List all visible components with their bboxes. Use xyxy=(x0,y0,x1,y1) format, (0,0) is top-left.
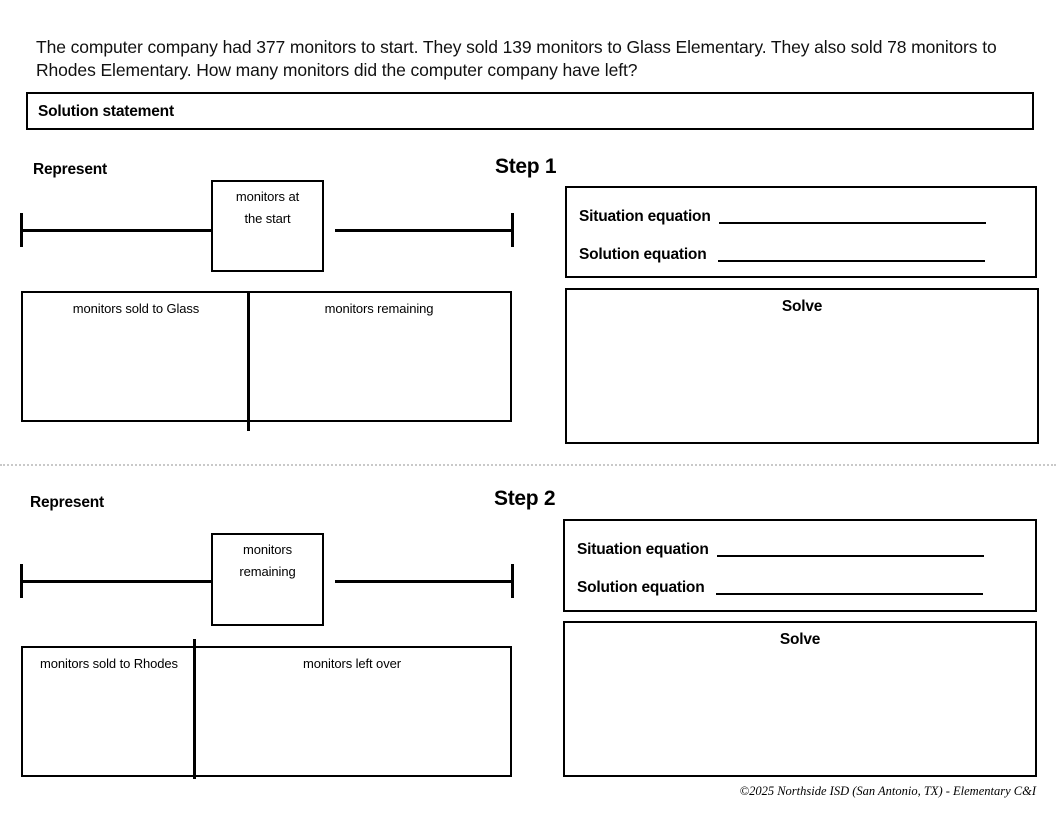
total-box-step-2[interactable]: monitors remaining xyxy=(211,533,324,626)
copyright-footer: ©2025 Northside ISD (San Antonio, TX) - … xyxy=(739,784,1036,798)
solution-statement-box[interactable]: Solution statement xyxy=(26,92,1034,130)
solve-label: Solve xyxy=(779,631,821,648)
situation-equation-row[interactable]: Situation equation xyxy=(579,208,986,226)
solve-panel-step-1[interactable]: Solve xyxy=(565,288,1039,444)
solution-statement-label: Solution statement xyxy=(38,103,174,120)
section-separator xyxy=(0,464,1056,466)
solution-equation-input[interactable] xyxy=(718,260,986,262)
part-cell-sold-rhodes[interactable]: monitors sold to Rhodes xyxy=(23,648,195,672)
part-cell-label: monitors left over xyxy=(303,656,401,671)
step-2-heading: Step 2 xyxy=(494,487,556,510)
bar-divider xyxy=(193,639,196,779)
equations-panel-step-2: Situation equation Solution equation xyxy=(563,519,1037,612)
solution-equation-label: Solution equation xyxy=(579,246,707,263)
bracket-left-rule xyxy=(21,229,216,232)
part-cell-label: monitors remaining xyxy=(324,301,434,316)
bracket-right-rule xyxy=(335,229,512,232)
bracket-right-tick xyxy=(511,213,514,247)
total-box-line-1: monitors xyxy=(242,542,293,557)
represent-label-step-2: Represent xyxy=(30,494,105,511)
bracket-left-rule xyxy=(21,580,217,583)
part-part-whole-bar-step-1: monitors sold to Glass monitors remainin… xyxy=(21,290,512,431)
total-box-line-1: monitors at xyxy=(235,189,300,204)
solution-equation-label: Solution equation xyxy=(577,579,705,596)
solve-label: Solve xyxy=(781,298,823,315)
situation-equation-row[interactable]: Situation equation xyxy=(577,541,984,559)
total-box-line-2: the start xyxy=(244,211,291,227)
situation-equation-label: Situation equation xyxy=(579,208,711,225)
part-cell-remaining[interactable]: monitors remaining xyxy=(249,293,509,317)
solution-equation-row[interactable]: Solution equation xyxy=(577,579,984,597)
total-box-step-1[interactable]: monitors at the start xyxy=(211,180,324,272)
bracket-right-rule xyxy=(335,580,512,583)
part-cell-label: monitors sold to Glass xyxy=(72,301,200,316)
total-box-line-2: remaining xyxy=(239,564,296,580)
whole-bracket-step-1 xyxy=(20,213,514,247)
situation-equation-label: Situation equation xyxy=(577,541,709,558)
whole-bracket-step-2 xyxy=(20,564,514,598)
problem-statement: The computer company had 377 monitors to… xyxy=(36,37,997,81)
solve-panel-step-2[interactable]: Solve xyxy=(563,621,1037,777)
part-cell-left-over[interactable]: monitors left over xyxy=(195,648,509,672)
situation-equation-input[interactable] xyxy=(716,555,984,557)
part-cell-sold-glass[interactable]: monitors sold to Glass xyxy=(23,293,249,317)
step-1-heading: Step 1 xyxy=(495,155,557,178)
part-cell-label: monitors sold to Rhodes xyxy=(40,656,178,671)
solution-equation-input[interactable] xyxy=(716,593,984,595)
situation-equation-input[interactable] xyxy=(718,222,986,224)
solution-equation-row[interactable]: Solution equation xyxy=(579,246,986,264)
part-part-whole-bar-step-2: monitors sold to Rhodes monitors left ov… xyxy=(21,639,512,779)
equations-panel-step-1: Situation equation Solution equation xyxy=(565,186,1037,278)
bar-divider xyxy=(247,290,250,431)
bracket-right-tick xyxy=(511,564,514,598)
represent-label-step-1: Represent xyxy=(33,161,108,178)
